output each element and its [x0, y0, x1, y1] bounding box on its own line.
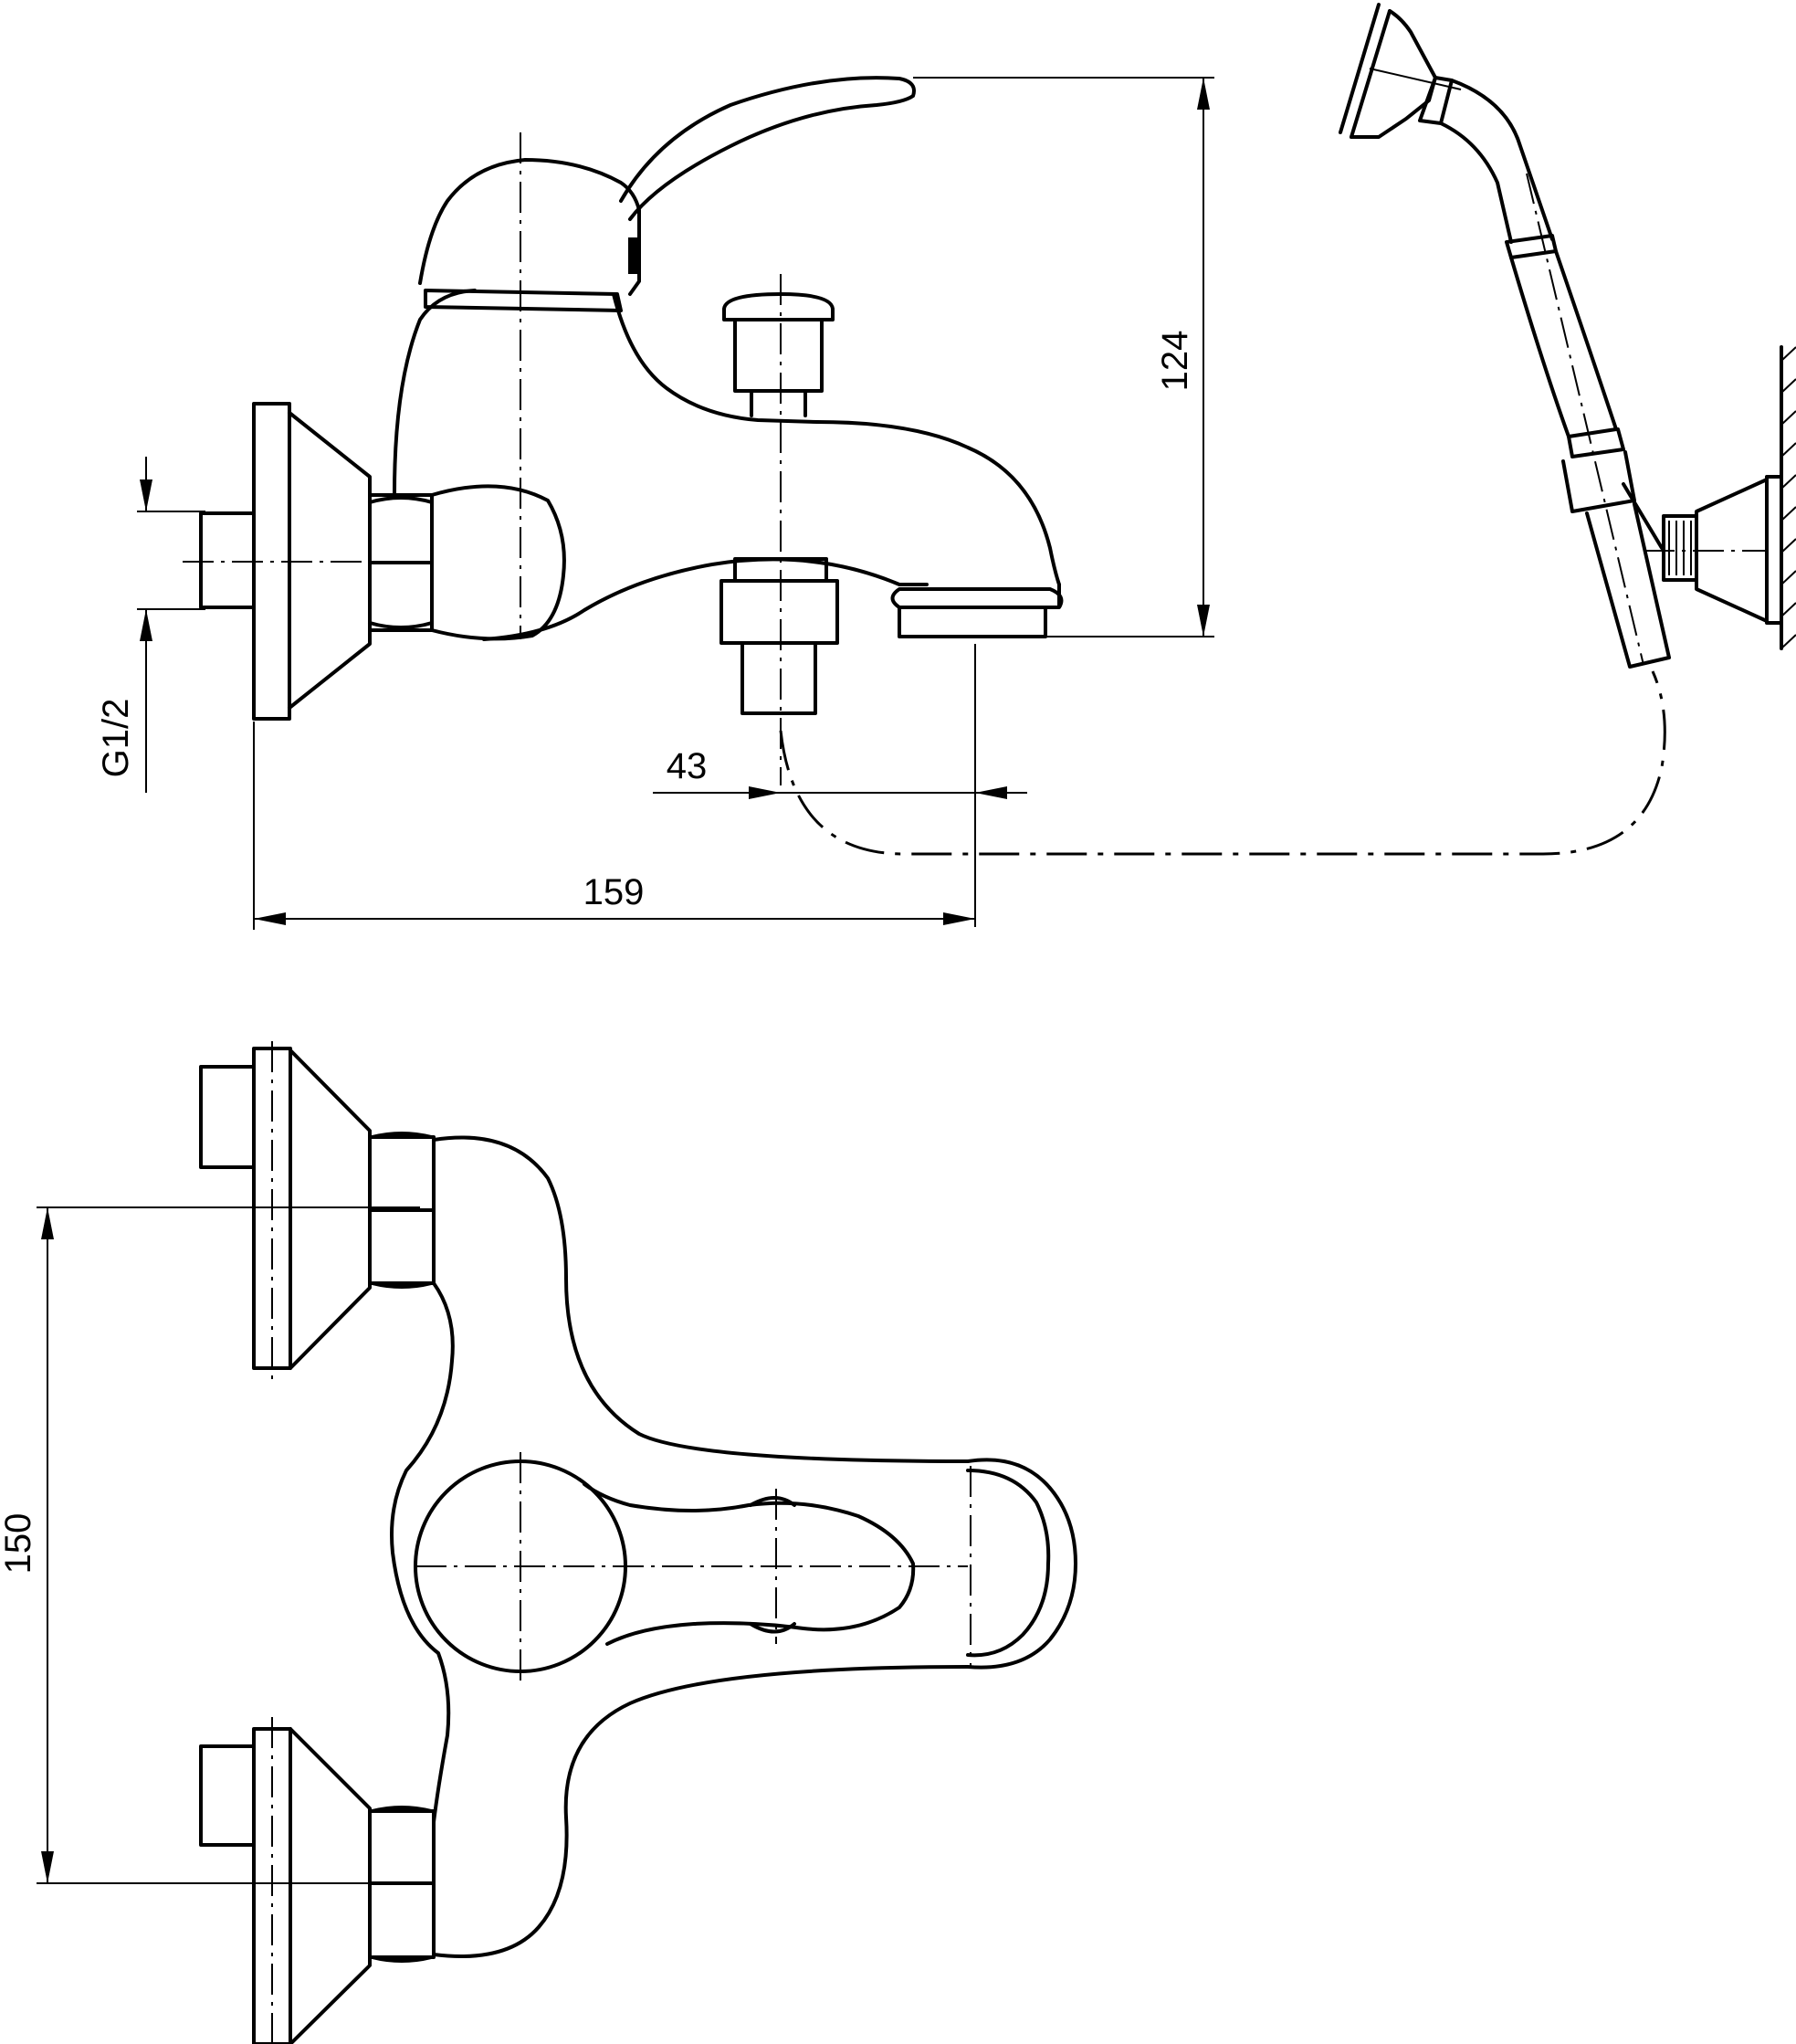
lever-handle-side [418, 76, 916, 312]
side-view: 124 G1/2 43 159 [96, 76, 1666, 930]
dim-label-spacing: 150 [0, 1513, 38, 1575]
dimension-159: 159 [253, 722, 975, 930]
wall-flange-lower [199, 1727, 436, 2044]
dim-label-height: 124 [1155, 331, 1195, 392]
wall-hatch [1780, 345, 1796, 650]
spout-aerator [890, 587, 1064, 638]
mixer-body-front [390, 1135, 1077, 1958]
hex-nut-side [368, 493, 434, 632]
hand-shower [1339, 3, 1671, 669]
dim-label-offset: 43 [667, 746, 708, 786]
shower-hose-path [779, 670, 1666, 856]
hose-outlet [719, 557, 839, 715]
dimension-124: 124 [913, 77, 1214, 637]
dim-label-thread: G1/2 [96, 699, 136, 778]
dim-label-width: 159 [583, 872, 645, 912]
dimension-150: 150 [0, 1206, 420, 1884]
diverter-knob [722, 292, 835, 417]
front-view: 150 [0, 1041, 1077, 2044]
dimension-43: 43 [653, 644, 1027, 927]
mixer-body-side [393, 289, 1061, 641]
dimension-thread: G1/2 [96, 457, 205, 793]
shower-holder-bracket [1622, 475, 1783, 625]
